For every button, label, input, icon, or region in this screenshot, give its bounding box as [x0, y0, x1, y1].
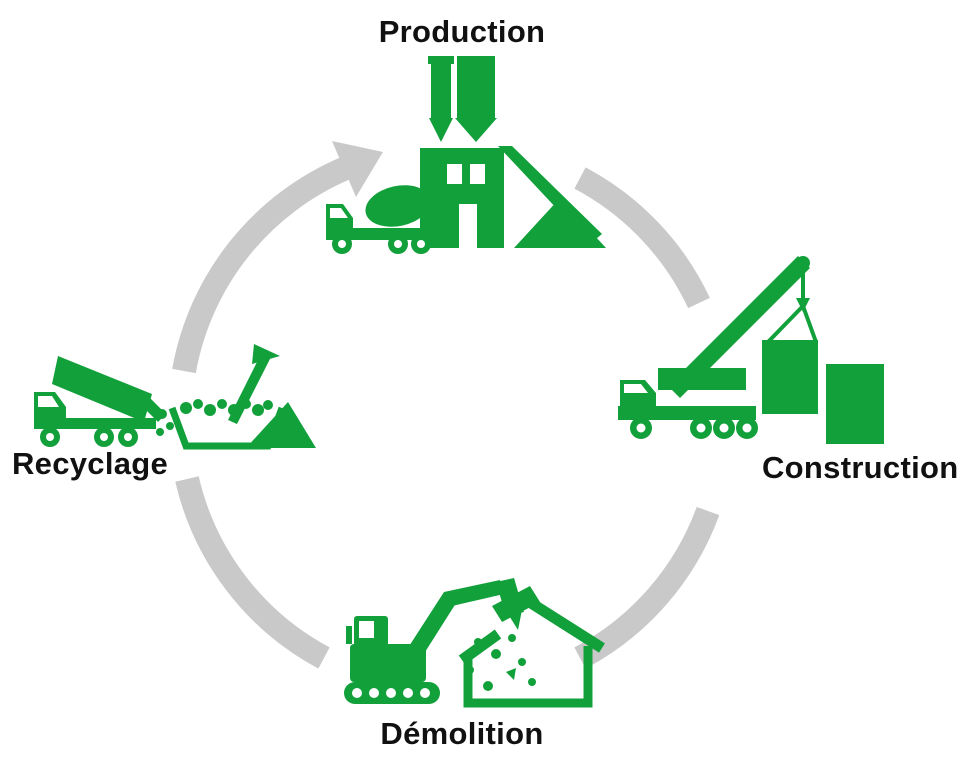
cab-window [330, 208, 348, 218]
track-roller [420, 688, 430, 698]
exhaust-pipe [346, 626, 352, 644]
excavator-arm [444, 580, 504, 606]
recycled-pile [246, 402, 316, 448]
recyclage-icon [34, 344, 316, 450]
building-window-icon [470, 164, 485, 184]
falling-rubble [166, 422, 174, 430]
crane-platform [658, 368, 746, 390]
gravel-pile [514, 198, 606, 248]
production-icon [326, 56, 606, 254]
wheel-hub [636, 423, 646, 433]
silo-left-funnel [429, 118, 453, 142]
building-window-icon [447, 164, 462, 184]
arm-blade [252, 344, 280, 364]
debris [483, 681, 493, 691]
cycle-arrows [172, 141, 720, 669]
wheel-hub [742, 423, 752, 433]
debris [466, 666, 474, 674]
debris [474, 638, 482, 646]
debris [518, 658, 526, 666]
silo-left [431, 64, 451, 118]
drum-hopper [420, 186, 440, 205]
track-roller [352, 688, 362, 698]
debris [528, 678, 536, 686]
debris [491, 649, 501, 659]
wheel-hub [124, 433, 132, 441]
wheel-hub [719, 423, 729, 433]
wheel-hub [46, 433, 54, 441]
wheel-hub [696, 423, 706, 433]
crane-boom [668, 256, 810, 398]
mixer-truck-icon [326, 185, 445, 254]
recyclage-label: Recyclage [12, 446, 169, 481]
crane-hook-icon [796, 298, 810, 312]
demolition-icon [344, 578, 605, 708]
falling-rubble [157, 409, 167, 419]
hoist-cable [801, 263, 805, 299]
mixer-drum [365, 185, 431, 227]
demolition-label: Démolition [380, 716, 544, 751]
silo-right-funnel [455, 118, 497, 142]
house-roof-left-stub [458, 629, 502, 665]
cab-window [38, 396, 59, 407]
debris [508, 634, 516, 642]
falling-rubble [156, 428, 164, 436]
arrowhead-icon [332, 141, 383, 197]
arc-production-to-construction [574, 167, 710, 309]
silo-cap [428, 56, 454, 64]
track-roller [403, 688, 413, 698]
silo-right [457, 56, 495, 118]
arc-demolition-to-recyclage [175, 476, 330, 669]
wheel-hub [100, 433, 108, 441]
truck-chassis [34, 418, 156, 429]
wheel-hub [417, 240, 425, 248]
arc-construction-to-demolition [574, 506, 720, 669]
arc-recyclage-to-production [172, 156, 351, 374]
cab-window [624, 384, 648, 393]
construction-label: Construction [762, 450, 959, 485]
breaker-hammer [496, 578, 524, 616]
house-walls [463, 646, 593, 708]
production-label: Production [378, 14, 546, 49]
building-door-icon [459, 204, 477, 248]
track-roller [386, 688, 396, 698]
sling-cables [766, 304, 818, 344]
breaker-tip [508, 610, 522, 630]
truck-chassis [618, 406, 756, 420]
wheel-hub [394, 240, 402, 248]
concrete-block-ground [826, 364, 884, 444]
sorting-arm [228, 352, 271, 424]
concrete-block-hanging [762, 340, 818, 414]
excavator-boom [404, 592, 458, 660]
track-roller [369, 688, 379, 698]
excavator-body [350, 644, 426, 682]
wheel-hub [338, 240, 346, 248]
construction-icon [618, 256, 884, 444]
cab-window [359, 621, 374, 638]
dump-bed [52, 356, 152, 422]
debris [506, 668, 516, 680]
